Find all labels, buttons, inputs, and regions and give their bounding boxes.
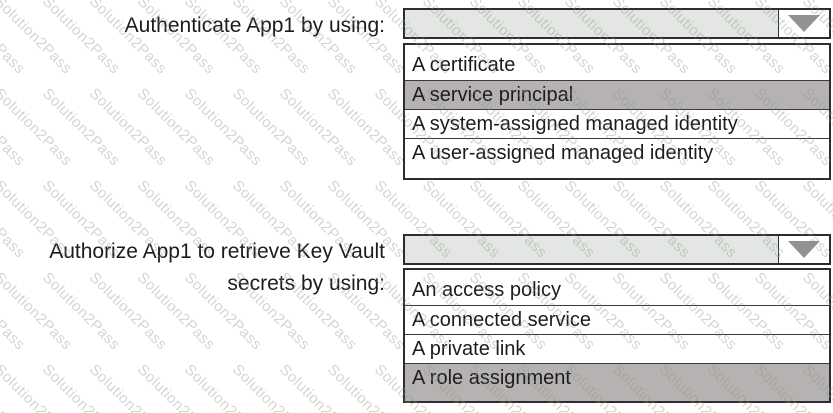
watermark-text: Solution2Pass bbox=[0, 361, 28, 413]
dropdown-arrow-button[interactable] bbox=[778, 236, 829, 263]
dropdown-option[interactable]: A certificate bbox=[405, 51, 829, 80]
chevron-down-icon bbox=[788, 15, 820, 32]
watermark-text: Solution2Pass bbox=[228, 361, 313, 413]
dropdown-selected-value bbox=[405, 236, 778, 263]
watermark-text: Solution2Pass bbox=[275, 361, 361, 413]
dropdown-option[interactable]: A service principal bbox=[405, 80, 829, 109]
watermark-text: Solution2Pass bbox=[38, 361, 123, 413]
dropdown-selected-value bbox=[405, 10, 778, 37]
watermark-text: Solution2Pass bbox=[323, 85, 408, 170]
watermark-text: Solution2Pass bbox=[228, 85, 313, 170]
watermark-text: Solution2Pass bbox=[0, 85, 76, 170]
watermark-text: Solution2Pass bbox=[38, 85, 123, 170]
dropdown-arrow-button[interactable] bbox=[778, 10, 829, 37]
watermark-text: Solution2Pass bbox=[0, 85, 28, 170]
watermark-text: Solution2Pass bbox=[0, 361, 76, 413]
watermark-text: Solution2Pass bbox=[133, 85, 218, 170]
question-label-authorize: Authorize App1 to retrieve Key Vault sec… bbox=[49, 240, 385, 295]
dropdown-option[interactable]: An access policy bbox=[405, 276, 829, 305]
watermark-text: Solution2Pass bbox=[275, 85, 361, 170]
dropdown-option[interactable]: A private link bbox=[405, 334, 829, 363]
watermark-text: Solution2Pass bbox=[133, 361, 218, 413]
chevron-down-icon bbox=[788, 241, 820, 258]
watermark-text: Solution2Pass bbox=[180, 361, 266, 413]
dropdown-select-authorize[interactable] bbox=[403, 234, 831, 265]
question-label-authenticate: Authenticate App1 by using: bbox=[124, 14, 385, 37]
dropdown-option[interactable]: A role assignment bbox=[405, 363, 829, 401]
watermark-text: Solution2Pass bbox=[85, 85, 171, 170]
dropdown-option[interactable]: A connected service bbox=[405, 305, 829, 334]
watermark-text: Solution2Pass bbox=[323, 361, 408, 413]
watermark-text: Solution2Pass bbox=[180, 85, 266, 170]
watermark-text: Solution2Pass bbox=[85, 361, 171, 413]
dropdown-option[interactable]: A system-assigned managed identity bbox=[405, 109, 829, 138]
dropdown-option[interactable]: A user-assigned managed identity bbox=[405, 138, 829, 167]
dropdown-select-authenticate[interactable] bbox=[403, 8, 831, 39]
